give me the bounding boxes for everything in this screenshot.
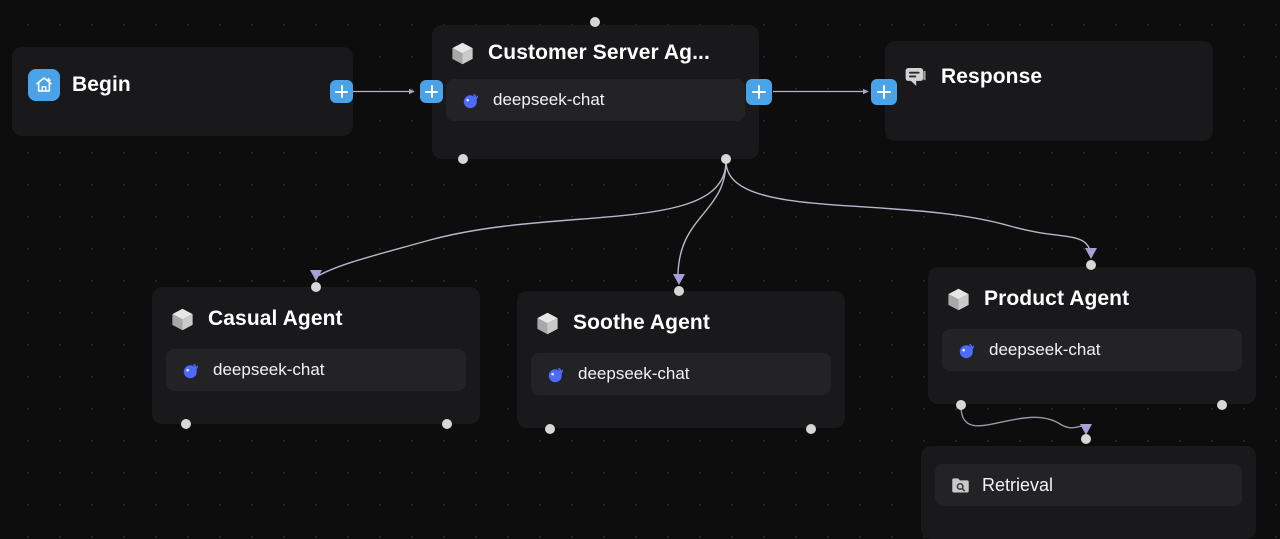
edge-agent-to-product bbox=[725, 160, 1092, 256]
edge-arrow-casual bbox=[310, 270, 322, 281]
handle-agent-bottom-right[interactable] bbox=[721, 154, 731, 164]
deepseek-whale-icon bbox=[956, 339, 978, 361]
node-customer-server-agent[interactable]: Customer Server Ag... deepseek-chat bbox=[432, 25, 759, 159]
node-response[interactable]: Response bbox=[885, 41, 1213, 141]
model-name: deepseek-chat bbox=[493, 90, 605, 109]
node-casual-agent[interactable]: Casual Agent deepseek-chat bbox=[152, 287, 480, 424]
node-begin[interactable]: Begin bbox=[12, 47, 353, 136]
home-plus-icon bbox=[28, 69, 60, 101]
product-agent-header: Product Agent bbox=[928, 267, 1256, 313]
begin-header: Begin bbox=[12, 47, 353, 101]
retrieval-chip[interactable]: Retrieval bbox=[935, 464, 1242, 506]
cube-icon bbox=[448, 39, 476, 67]
handle-retrieval-top[interactable] bbox=[1081, 434, 1091, 444]
node-title: Product Agent bbox=[984, 287, 1130, 310]
deepseek-whale-icon bbox=[460, 89, 482, 111]
cube-icon bbox=[944, 285, 972, 313]
model-chip[interactable]: deepseek-chat bbox=[531, 353, 831, 395]
deepseek-whale-icon bbox=[180, 359, 202, 381]
deepseek-whale-icon bbox=[545, 363, 567, 385]
edge-arrow-soothe bbox=[673, 274, 685, 285]
edge-arrow-product bbox=[1085, 248, 1097, 259]
handle-product-bottom-left[interactable] bbox=[956, 400, 966, 410]
handle-soothe-bottom-right[interactable] bbox=[806, 424, 816, 434]
response-header: Response bbox=[885, 41, 1213, 91]
node-title: Retrieval bbox=[982, 474, 1054, 495]
add-node-after-agent-button[interactable] bbox=[746, 79, 772, 105]
folder-search-icon bbox=[949, 474, 971, 496]
handle-agent-top[interactable] bbox=[590, 17, 600, 27]
model-chip[interactable]: deepseek-chat bbox=[166, 349, 466, 391]
node-product-agent[interactable]: Product Agent deepseek-chat bbox=[928, 267, 1256, 404]
customer-server-agent-header: Customer Server Ag... bbox=[432, 25, 759, 67]
node-title: Casual Agent bbox=[208, 307, 343, 330]
handle-product-bottom-right[interactable] bbox=[1217, 400, 1227, 410]
node-title: Customer Server Ag... bbox=[488, 41, 710, 64]
add-node-after-begin-button[interactable] bbox=[330, 80, 353, 103]
handle-product-top[interactable] bbox=[1086, 260, 1096, 270]
add-node-before-response-button[interactable] bbox=[871, 79, 897, 105]
handle-casual-top[interactable] bbox=[311, 282, 321, 292]
node-title: Begin bbox=[72, 73, 131, 96]
node-retrieval[interactable]: Retrieval bbox=[921, 446, 1256, 539]
soothe-agent-header: Soothe Agent bbox=[517, 291, 845, 337]
node-soothe-agent[interactable]: Soothe Agent deepseek-chat bbox=[517, 291, 845, 428]
edge-agent-to-soothe bbox=[677, 160, 727, 282]
handle-soothe-bottom-left[interactable] bbox=[545, 424, 555, 434]
node-title: Response bbox=[941, 65, 1043, 88]
model-name: deepseek-chat bbox=[578, 364, 690, 383]
cube-icon bbox=[168, 305, 196, 333]
handle-casual-bottom-left[interactable] bbox=[181, 419, 191, 429]
casual-agent-header: Casual Agent bbox=[152, 287, 480, 333]
cube-icon bbox=[533, 309, 561, 337]
model-name: deepseek-chat bbox=[213, 360, 325, 379]
node-title: Soothe Agent bbox=[573, 311, 710, 334]
edge-product-to-retrieval bbox=[960, 405, 1087, 431]
edge-agent-to-casual bbox=[315, 160, 727, 278]
handle-casual-bottom-right[interactable] bbox=[442, 419, 452, 429]
handle-agent-bottom-left[interactable] bbox=[458, 154, 468, 164]
chat-bubble-icon bbox=[901, 63, 929, 91]
model-chip[interactable]: deepseek-chat bbox=[446, 79, 745, 121]
model-name: deepseek-chat bbox=[989, 340, 1101, 359]
model-chip[interactable]: deepseek-chat bbox=[942, 329, 1242, 371]
handle-soothe-top[interactable] bbox=[674, 286, 684, 296]
add-node-before-agent-button[interactable] bbox=[420, 80, 443, 103]
